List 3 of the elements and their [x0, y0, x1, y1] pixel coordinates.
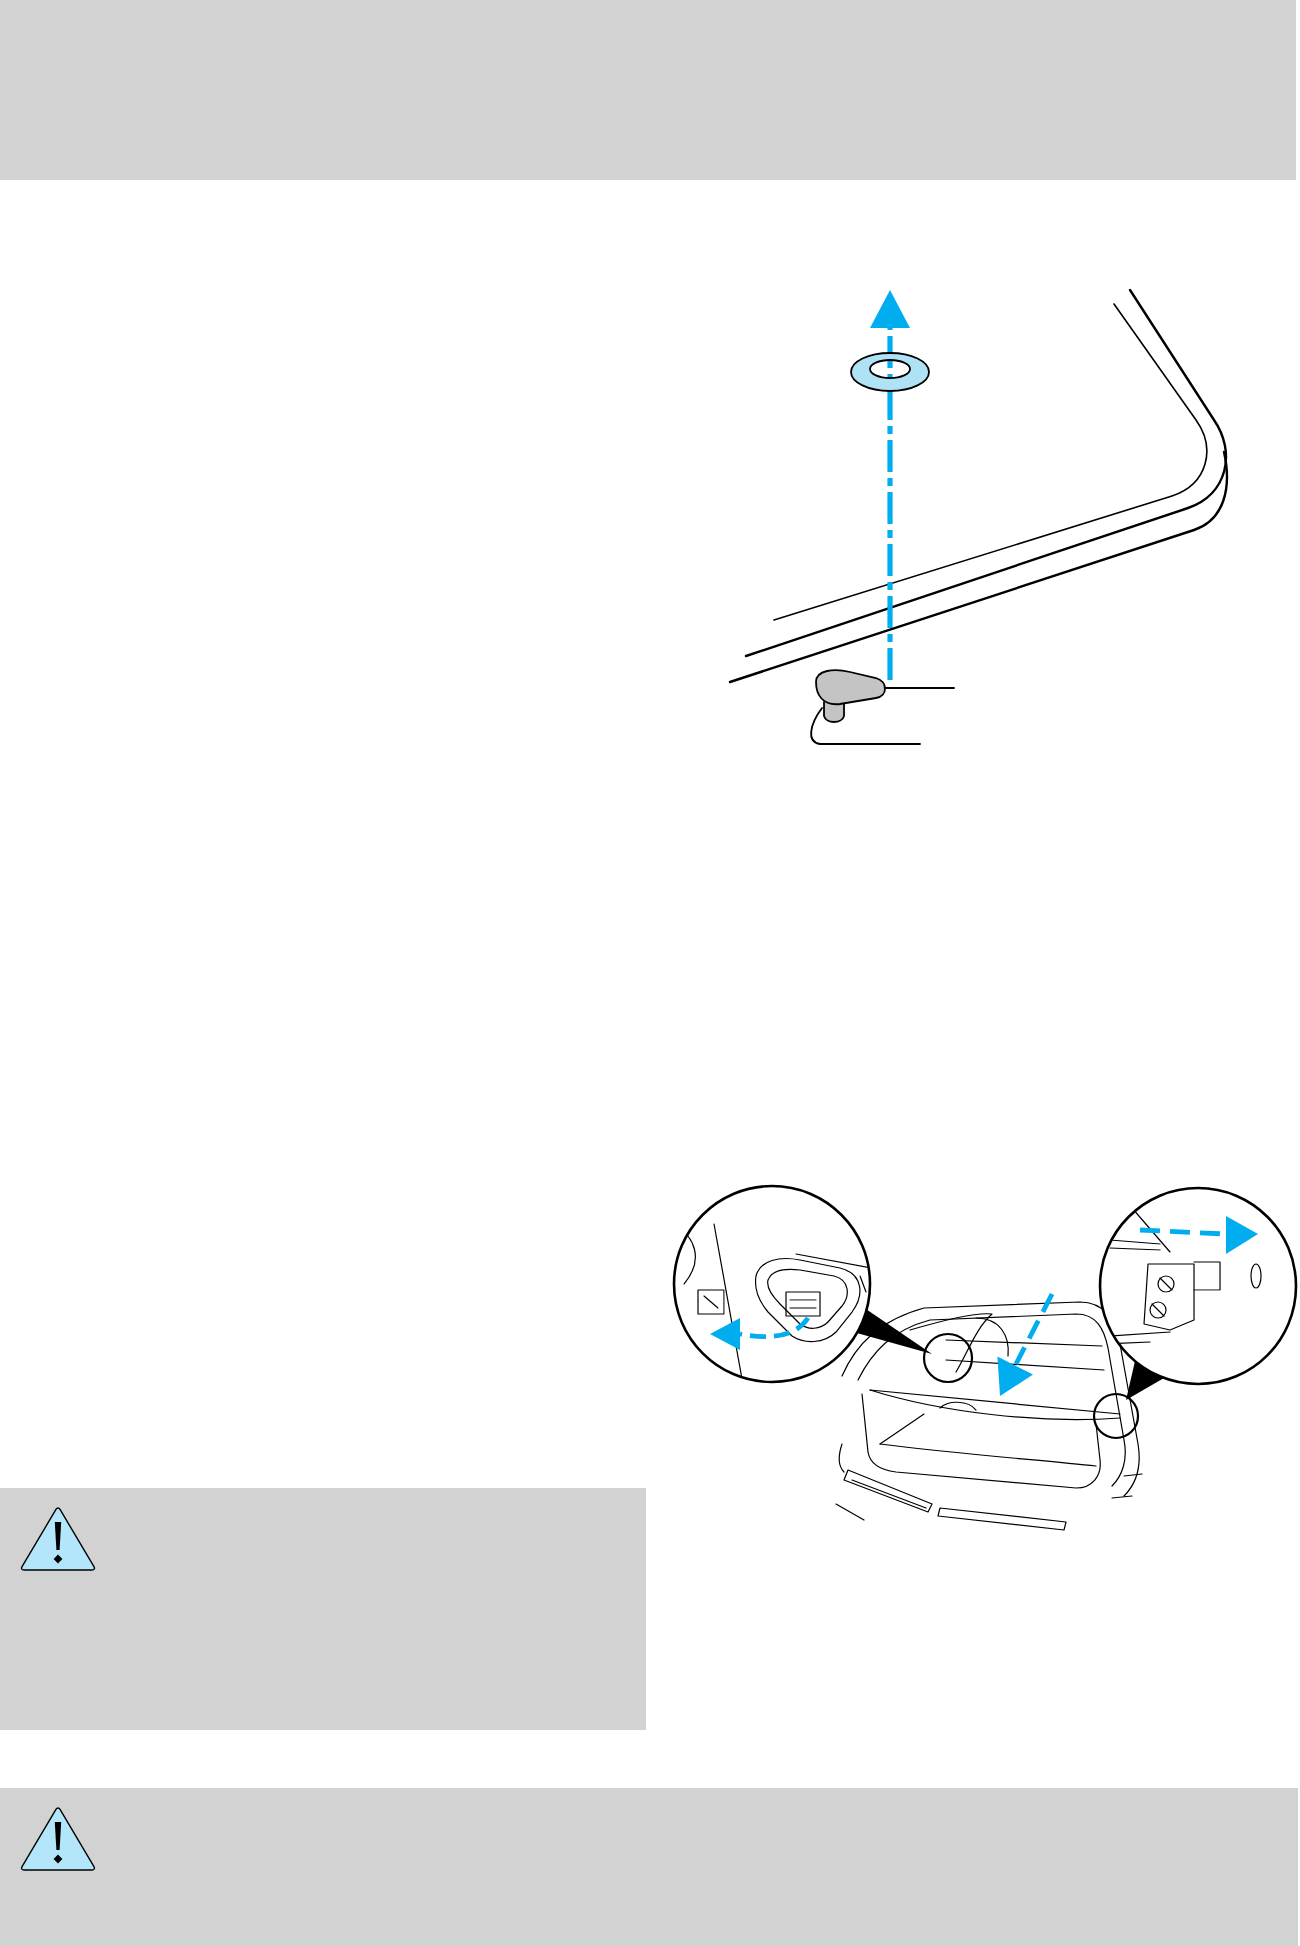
header-band: [0, 0, 1296, 180]
warning-bar: [0, 1788, 1298, 1946]
warning-box: [0, 1488, 646, 1730]
